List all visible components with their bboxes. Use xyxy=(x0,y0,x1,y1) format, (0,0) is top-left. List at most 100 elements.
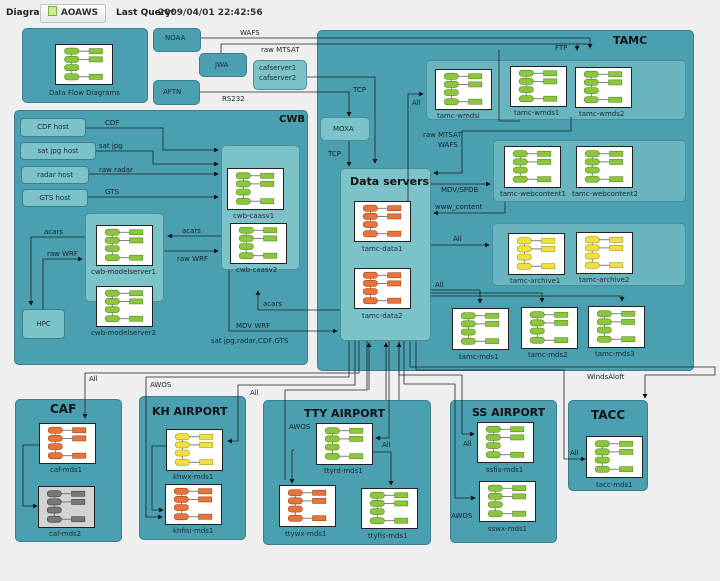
node-tamc-archive2[interactable] xyxy=(576,232,633,274)
node-caf-mds2[interactable] xyxy=(38,486,95,528)
cwb-title: CWB xyxy=(279,114,305,125)
flow-glyph-icon xyxy=(238,226,278,260)
edge-label-raw-radar: raw radar xyxy=(99,166,133,174)
caf-title: CAF xyxy=(50,402,77,416)
edge-all-mds2 xyxy=(431,292,545,303)
node-ttyrd-mds1[interactable] xyxy=(316,423,373,465)
label-tamc-data2: tamc-data2 xyxy=(362,312,403,320)
node-ttyfis-mds1[interactable] xyxy=(361,488,418,529)
edge-label-acars-hpc: acars xyxy=(44,228,63,236)
edge-label-all-tty: All xyxy=(382,441,391,449)
edge-cafserver xyxy=(307,76,378,164)
edge-label-mdv-spdb: MDV/SPDB xyxy=(441,186,479,194)
data-servers-panel[interactable] xyxy=(340,168,431,341)
node-cwb-modelserver2[interactable] xyxy=(96,286,153,327)
edge-label-sat-list: sat jpg,radar,CDF,GTS xyxy=(211,337,289,345)
gts-host-box[interactable]: GTS host xyxy=(22,189,88,207)
jwa-box[interactable] xyxy=(199,53,247,77)
edge-label-tcp2: TCP xyxy=(328,150,341,158)
edge-label-awos-kh: AWOS xyxy=(150,381,172,389)
edge-label-tcp1: TCP xyxy=(353,86,366,94)
edge-raw-mtsat xyxy=(220,43,591,53)
node-tamc-webcontent2[interactable] xyxy=(576,146,633,188)
noaa-box[interactable] xyxy=(153,28,201,52)
node-tamc-data1[interactable] xyxy=(354,201,411,242)
flow-glyph-icon xyxy=(235,172,275,205)
radar-host-box[interactable]: radar host xyxy=(21,166,89,184)
label-caf-mds2: caf-mds2 xyxy=(49,530,82,538)
node-tamc-archive1[interactable] xyxy=(508,233,565,275)
edge-all-kh xyxy=(227,341,356,444)
flow-glyph-icon xyxy=(518,69,558,103)
moxa-label: MOXA xyxy=(333,125,354,133)
flow-glyph-icon xyxy=(173,487,213,521)
legend-panel[interactable] xyxy=(22,28,148,103)
moxa-box[interactable] xyxy=(320,117,370,141)
node-khwx-mds1[interactable] xyxy=(166,429,223,471)
label-tamc-archive1: tamc-archive1 xyxy=(510,277,561,285)
node-tamc-wmds1[interactable] xyxy=(510,66,567,107)
flow-glyph-icon xyxy=(324,427,364,460)
node-tamc-webcontent1[interactable] xyxy=(504,146,561,188)
node-tamc-mds3[interactable] xyxy=(588,306,645,348)
flow-glyph-icon xyxy=(584,236,624,269)
edge-awos-tty xyxy=(284,341,368,480)
flow-glyph-icon xyxy=(64,47,103,81)
label-tamc-wmds1: tamc-wmds1 xyxy=(514,109,560,117)
edge-acars-hpc xyxy=(28,236,85,306)
edge-awos-kh xyxy=(145,341,350,520)
node-caf-mds1[interactable] xyxy=(39,423,96,464)
label-tacc-mds1: tacc-mds1 xyxy=(596,481,633,489)
hpc-box[interactable]: HPC xyxy=(22,309,65,339)
diagram-label: Diagram: xyxy=(6,8,53,18)
flow-glyph-icon xyxy=(485,425,525,459)
edge-all-wmds xyxy=(407,91,424,220)
edge-label-acars-data: acars xyxy=(263,300,282,308)
node-cwb-caasv1[interactable] xyxy=(227,168,284,210)
last-query-label: Last Query: xyxy=(116,8,175,18)
legend-label: Data Flow Diagrams xyxy=(49,89,120,97)
node-tacc-mds1[interactable] xyxy=(586,436,643,478)
label-tamc-mds2: tamc-mds2 xyxy=(528,351,568,359)
edge-label-gts: GTS xyxy=(105,188,119,196)
label-tamc-webcontent1: tamc-webcontent1 xyxy=(500,190,566,198)
node-sswx-mds1[interactable] xyxy=(479,481,536,522)
label-tamc-mds3: tamc-mds3 xyxy=(595,350,635,358)
edge-all-mds3 xyxy=(431,295,625,302)
edge-label-wafs2: WAFS xyxy=(438,141,458,149)
edge-kh-internal xyxy=(151,445,166,513)
edge-all-tacc xyxy=(415,341,586,462)
node-khfisi-mds1[interactable] xyxy=(165,484,222,525)
node-cwb-caasv2[interactable] xyxy=(230,223,287,264)
sat-jpg-host-box[interactable]: sat jpg host xyxy=(20,142,96,160)
edge-all-caf xyxy=(82,341,360,419)
cdf-host-box[interactable]: CDF host xyxy=(20,118,86,137)
label-tamc-wmdsi: tamc-wmdsi xyxy=(437,112,480,120)
label-sswx-mds1: sswx-mds1 xyxy=(488,525,528,533)
edge-all-tty xyxy=(375,341,390,441)
node-tamc-wmds2[interactable] xyxy=(575,67,632,108)
cafserver-box[interactable] xyxy=(253,60,307,90)
diagram-select-button[interactable]: AOAWS xyxy=(40,4,106,23)
edge-sat-jpg xyxy=(96,150,219,167)
node-ttywx-mds1[interactable] xyxy=(279,485,336,527)
node-tamc-data2[interactable] xyxy=(354,268,411,309)
node-tamc-mds2[interactable] xyxy=(521,307,578,349)
edge-tty-wx xyxy=(289,449,295,484)
jwa-label: JWA xyxy=(215,61,229,69)
edge-label-all-kh: All xyxy=(250,389,259,397)
flow-glyph-icon xyxy=(512,150,552,183)
edge-label-all-caf: All xyxy=(89,375,98,383)
diagram-icon xyxy=(47,6,57,16)
node-tamc-wmdsi[interactable] xyxy=(435,69,492,110)
flow-glyph-icon xyxy=(583,70,623,104)
flow-glyph-icon xyxy=(594,440,634,473)
tacc-title: TACC xyxy=(591,408,626,422)
node-ssfis-mds1[interactable] xyxy=(477,422,534,463)
node-cwb-modelserver1[interactable] xyxy=(96,225,153,266)
node-tamc-mds1[interactable] xyxy=(452,308,509,350)
edge-raw-wrf-hpc xyxy=(42,256,83,310)
edge-wafs xyxy=(201,37,593,49)
aftn-box[interactable] xyxy=(153,80,200,105)
